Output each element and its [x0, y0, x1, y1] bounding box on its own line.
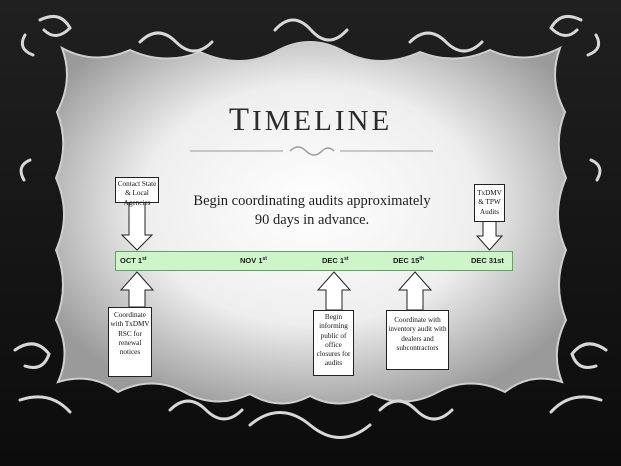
tick-sup: th	[419, 256, 424, 262]
tick-oct-1: OCT 1st	[120, 256, 147, 265]
tick-nov-1: NOV 1st	[240, 256, 267, 265]
arrow-down-oct	[120, 201, 154, 251]
tick-label: DEC 31st	[471, 256, 504, 265]
subtitle: Begin coordinating audits approximately …	[193, 193, 431, 228]
tick-label: NOV 1	[240, 256, 263, 265]
box-coordinate-inventory: Coordinate with inventory audit with dea…	[386, 310, 449, 370]
tick-sup: st	[262, 256, 267, 262]
box-contact-state-local: Contact State & Local Agencies	[115, 177, 159, 207]
tick-sup: st	[142, 256, 147, 262]
box-coordinate-rsc: Coordinate with TxDMV RSC for renewal no…	[108, 307, 152, 377]
timeline-arrows	[119, 201, 504, 311]
slide-title: TIMELINE	[0, 102, 621, 139]
tick-dec-15: DEC 15th	[393, 256, 424, 265]
title-divider	[190, 146, 433, 156]
tick-dec-1: DEC 1st	[322, 256, 349, 265]
box-begin-informing: Begin informing public of office closure…	[313, 310, 354, 376]
box-txdmv-tpw-audits: TxDMV & TPW Audits	[474, 184, 505, 222]
tick-label: DEC 1	[322, 256, 345, 265]
timeline-bar	[115, 251, 513, 271]
flourish-ornaments	[13, 14, 608, 439]
tick-sup: st	[344, 256, 349, 262]
arrow-down-dec31	[475, 220, 504, 251]
title-initial: T	[228, 102, 252, 138]
title-rest: IMELINE	[251, 105, 393, 137]
tick-label: DEC 15	[393, 256, 420, 265]
tick-dec-31: DEC 31st	[471, 256, 504, 265]
tick-label: OCT 1	[120, 256, 143, 265]
